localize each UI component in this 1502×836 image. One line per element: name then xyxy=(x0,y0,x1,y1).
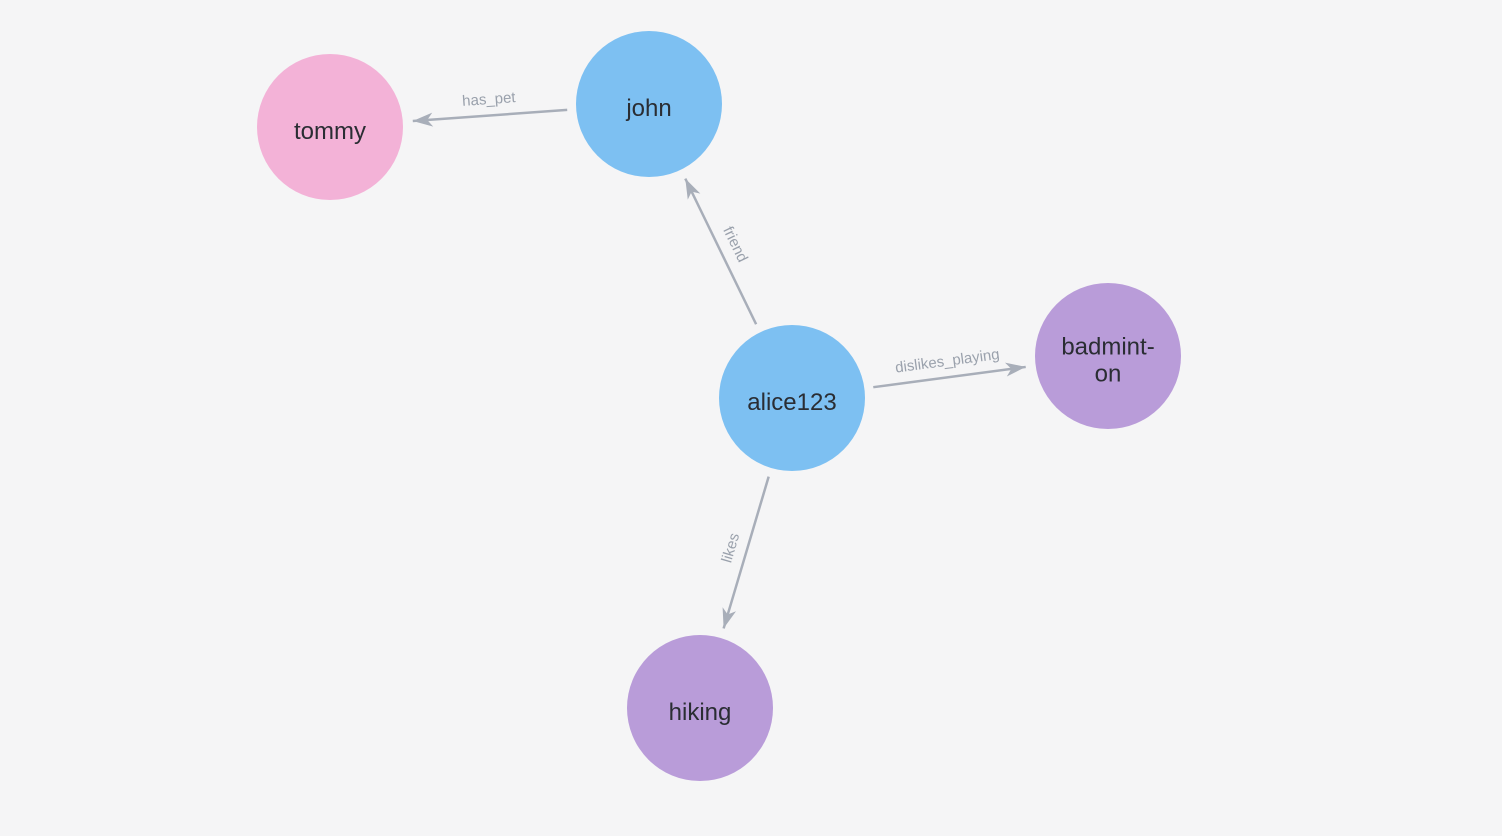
node-circle-hiking[interactable] xyxy=(627,635,773,781)
edge-line-has_pet[interactable] xyxy=(412,108,568,127)
node-label-hiking: hiking xyxy=(669,699,732,726)
edge-label-has_pet: has_pet xyxy=(462,89,517,110)
node-layer: tommy john alice123 badmint-on hiking xyxy=(257,31,1181,781)
graph-node-john[interactable]: john xyxy=(576,31,722,177)
node-circle-tommy[interactable] xyxy=(257,54,403,200)
node-label-tommy: tommy xyxy=(294,118,366,145)
node-label-badminton: badmint-on xyxy=(1061,333,1154,387)
node-label-line: john xyxy=(625,95,671,122)
graph-node-tommy[interactable]: tommy xyxy=(257,54,403,200)
graph-edge-has_pet[interactable]: has_pet xyxy=(412,89,568,127)
node-circle-badminton[interactable] xyxy=(1035,283,1181,429)
node-label-line: badmint- xyxy=(1061,333,1154,360)
graph-node-hiking[interactable]: hiking xyxy=(627,635,773,781)
graph-edge-dislikes_playing[interactable]: dislikes_playing xyxy=(873,346,1026,389)
graph-edge-likes[interactable]: likes xyxy=(718,476,770,629)
edge-line-likes[interactable] xyxy=(722,476,770,629)
edge-label-likes: likes xyxy=(718,531,743,565)
node-label-alice123: alice123 xyxy=(747,389,836,416)
node-circle-alice123[interactable] xyxy=(719,325,865,471)
edge-line-friend[interactable] xyxy=(684,178,758,325)
graph-node-alice123[interactable]: alice123 xyxy=(719,325,865,471)
node-label-line: on xyxy=(1095,360,1122,387)
node-label-line: alice123 xyxy=(747,389,836,416)
graph-edge-friend[interactable]: friend xyxy=(684,178,758,325)
node-label-line: tommy xyxy=(294,118,366,145)
node-label-john: john xyxy=(625,95,671,122)
node-label-line: hiking xyxy=(669,699,732,726)
edge-line-dislikes_playing[interactable] xyxy=(873,362,1026,389)
node-circle-john[interactable] xyxy=(576,31,722,177)
graph-node-badminton[interactable]: badmint-on xyxy=(1035,283,1181,429)
